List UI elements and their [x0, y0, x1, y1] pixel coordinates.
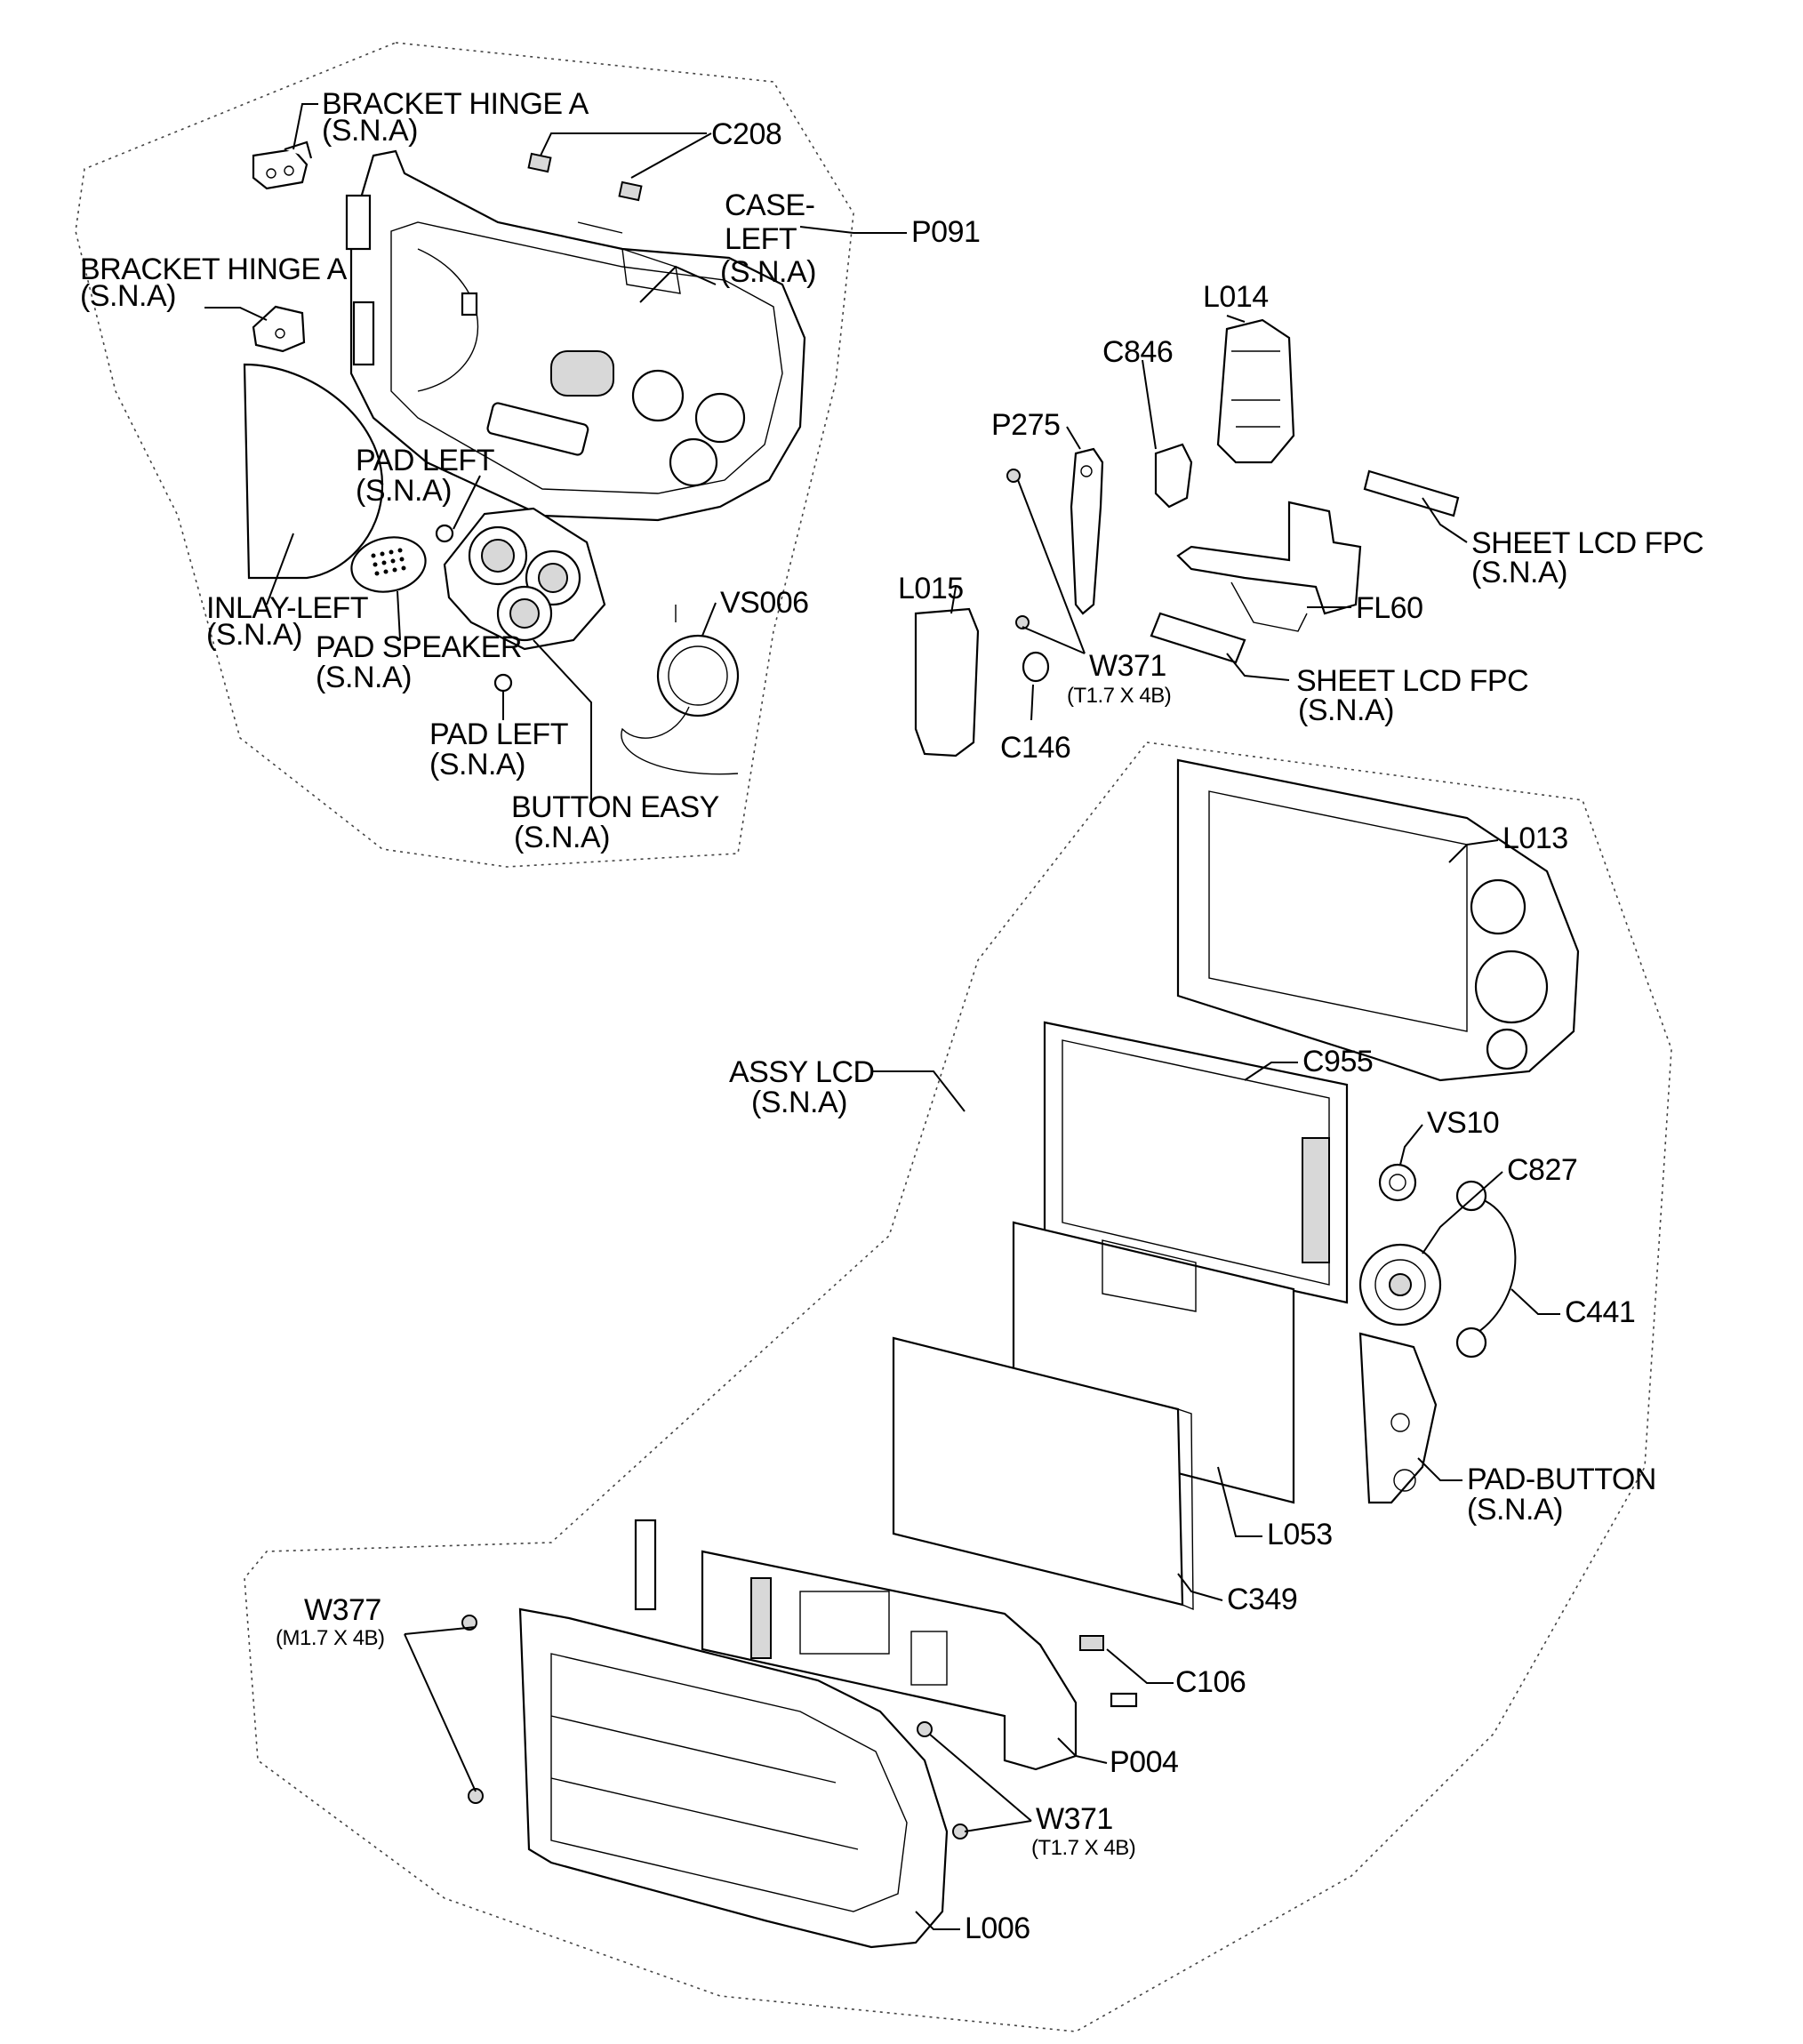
c146-part	[1022, 651, 1050, 683]
label-w377: W377	[304, 1593, 381, 1627]
c208-pad-a	[527, 152, 552, 173]
label-sheet-lcd-fpc-top-sna: (S.N.A)	[1471, 556, 1567, 589]
vs006-speaker-part	[621, 605, 740, 775]
sheet-lcd-fpc-top-part	[1363, 469, 1460, 517]
label-c208: C208	[711, 117, 782, 151]
label-bracket-hinge-a-top-sna: (S.N.A)	[322, 114, 418, 148]
label-c955: C955	[1302, 1045, 1374, 1078]
label-vs10: VS10	[1427, 1106, 1500, 1140]
pad-speaker-part	[350, 536, 427, 593]
label-pad-speaker-sna: (S.N.A)	[316, 661, 412, 694]
label-button-easy: BUTTON EASY	[511, 790, 719, 824]
label-c827: C827	[1507, 1153, 1578, 1187]
c955-part	[1043, 1021, 1349, 1304]
p004-board-part	[701, 1550, 1078, 1771]
small-pad-part	[1110, 1692, 1138, 1708]
inlay-left-part	[243, 363, 384, 580]
label-case-left-sna: (S.N.A)	[720, 255, 816, 289]
screw-top-b	[1015, 615, 1030, 629]
label-l053: L053	[1267, 1518, 1333, 1551]
group-outline-assy-lcd	[244, 741, 1672, 2032]
label-sheet-lcd-fpc-mid-sna: (S.N.A)	[1298, 693, 1394, 727]
fl60-part	[1176, 501, 1362, 632]
c827-part	[1358, 1243, 1442, 1327]
button-easy-part	[443, 507, 606, 651]
label-p004: P004	[1110, 1745, 1179, 1779]
w377-screw-b	[468, 1788, 484, 1804]
label-assy-lcd: ASSY LCD	[729, 1055, 875, 1089]
label-w371-top: W371	[1089, 649, 1166, 683]
c208-pad-b	[618, 180, 643, 202]
label-bracket-hinge-a-top: BRACKET HINGE A	[322, 87, 589, 121]
label-w371-bottom: W371	[1036, 1802, 1113, 1836]
c349-part	[892, 1336, 1194, 1611]
strip-part	[634, 1519, 657, 1611]
label-inlay-left: INLAY-LEFT	[206, 591, 369, 625]
l014-part	[1216, 318, 1295, 464]
label-case-left-2: LEFT	[725, 222, 797, 256]
pad-button-part	[1358, 1332, 1438, 1504]
label-fl60: FL60	[1356, 591, 1423, 625]
screw-top-a	[1006, 469, 1021, 483]
label-p275: P275	[991, 408, 1061, 442]
label-c349: C349	[1227, 1583, 1298, 1616]
label-pad-button-sna: (S.N.A)	[1467, 1493, 1563, 1527]
label-pad-speaker: PAD SPEAKER	[316, 630, 522, 664]
pad-left-upper-part	[435, 524, 454, 543]
label-inlay-left-sna: (S.N.A)	[206, 618, 302, 652]
sheet-lcd-fpc-mid-part	[1150, 612, 1246, 664]
label-vs006: VS006	[720, 586, 809, 620]
label-l014: L014	[1203, 280, 1269, 314]
l015-part	[914, 607, 980, 757]
label-pad-left-lower-sna: (S.N.A)	[429, 748, 525, 782]
label-pad-left-lower: PAD LEFT	[429, 717, 568, 751]
l006-case-part	[518, 1607, 949, 1949]
leader-lines	[204, 103, 1560, 1930]
label-case-left-1: CASE-	[725, 188, 815, 222]
label-w371-bottom-spec: (T1.7 X 4B)	[1031, 1836, 1136, 1860]
bracket-hinge-a-top-part	[252, 140, 313, 190]
c846-part	[1154, 443, 1193, 509]
label-c441: C441	[1565, 1295, 1636, 1329]
label-c846: C846	[1102, 335, 1174, 369]
label-c106: C106	[1175, 1665, 1246, 1699]
label-pad-button: PAD-BUTTON	[1467, 1463, 1656, 1496]
label-l015: L015	[898, 572, 964, 605]
label-w377-spec: (M1.7 X 4B)	[276, 1626, 385, 1650]
label-sheet-lcd-fpc-top: SHEET LCD FPC	[1471, 526, 1704, 560]
label-bracket-hinge-a-left: BRACKET HINGE A	[80, 252, 347, 286]
label-button-easy-sna: (S.N.A)	[514, 821, 610, 854]
label-sheet-lcd-fpc-mid: SHEET LCD FPC	[1296, 664, 1529, 698]
w371-screw-bottom-a	[917, 1721, 933, 1737]
p275-part	[1070, 447, 1104, 615]
c106-part	[1079, 1635, 1104, 1651]
label-l013: L013	[1502, 822, 1568, 855]
label-p091: P091	[911, 215, 981, 249]
c441-part	[1455, 1180, 1517, 1359]
label-l006: L006	[965, 1912, 1030, 1945]
label-w371-top-spec: (T1.7 X 4B)	[1067, 684, 1172, 708]
l013-frame-part	[1176, 758, 1580, 1082]
pad-left-lower-part	[493, 673, 513, 693]
label-pad-left-upper-sna: (S.N.A)	[356, 474, 452, 508]
vs10-part	[1378, 1163, 1417, 1202]
label-c146: C146	[1000, 731, 1071, 765]
bracket-hinge-a-left-part	[252, 305, 306, 353]
group-outline-case-left	[75, 42, 854, 868]
label-assy-lcd-sna: (S.N.A)	[751, 1086, 847, 1119]
label-bracket-hinge-a-left-sna: (S.N.A)	[80, 279, 176, 313]
case-left-part	[345, 149, 806, 522]
label-pad-left-upper: PAD LEFT	[356, 444, 494, 477]
w377-screw-a	[461, 1615, 477, 1631]
